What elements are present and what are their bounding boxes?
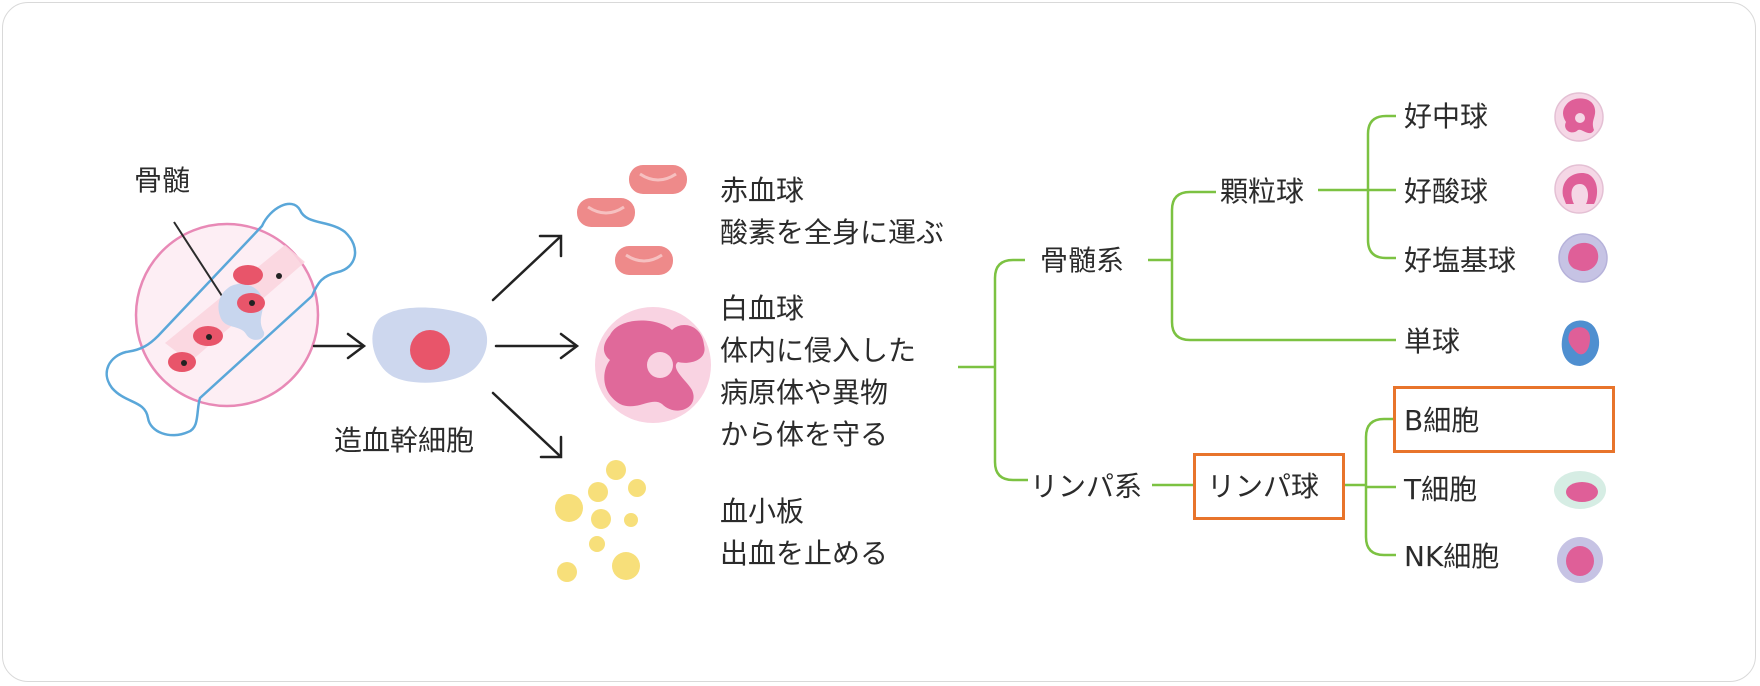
platelet-role-label: 出血を止める [720,537,889,570]
nk-cell-label: NK細胞 [1404,540,1500,573]
nucleus-dot [206,334,212,340]
t-cell-icon [1554,471,1606,509]
arrow-to-stem-cell [312,332,367,360]
lymphoid-label: リンパ系 [1030,470,1143,503]
arrows-to-blood-cells [491,234,580,459]
nk-cell-icon [1557,537,1603,583]
b-cell-highlight-box [1393,386,1615,453]
granulocyte-label: 顆粒球 [1220,175,1305,208]
marrow-pointer-line [173,221,223,297]
myeloid-label: 骨髄系 [1040,244,1125,277]
bone-cell-1 [233,265,263,285]
nucleus-dot [249,300,255,306]
stem-cell-illustration [372,307,488,383]
rbc-role-label: 酸素を全身に運ぶ [720,216,945,249]
eosinophil-label: 好酸球 [1404,175,1489,208]
wbc-role-line-3: から体を守る [720,418,889,451]
stem-cell-label: 造血幹細胞 [334,424,475,457]
classification-tree-lines [958,114,1396,557]
platelet-name-label: 血小板 [720,495,805,528]
neutrophil-label: 好中球 [1404,100,1489,133]
platelets [555,460,646,582]
rbc-name-label: 赤血球 [720,174,805,207]
bone-marrow-label: 骨髄 [134,164,191,197]
wbc-name-label: 白血球 [720,292,805,325]
nucleus-dot [276,273,282,279]
basophil-label: 好塩基球 [1404,244,1517,277]
lymphocyte-highlight-box [1193,453,1345,520]
monocyte-label: 単球 [1404,325,1461,358]
t-cell-label: T細胞 [1404,473,1478,506]
wbc-role-line-1: 体内に侵入した [720,334,917,367]
b-cell-label: B細胞 [1404,404,1480,437]
wbc-role-line-2: 病原体や異物 [720,376,889,409]
nucleus-dot [181,360,187,366]
eosinophil-icon [1554,164,1604,214]
bone-outline [105,202,357,437]
lymphocyte-label: リンパ球 [1207,470,1320,503]
red-blood-cells [577,165,687,275]
monocyte-icon [1561,320,1600,366]
neutrophil-icon [1554,92,1604,142]
basophil-icon [1558,233,1608,283]
white-blood-cell [595,307,711,423]
bone-illustration [105,202,357,437]
